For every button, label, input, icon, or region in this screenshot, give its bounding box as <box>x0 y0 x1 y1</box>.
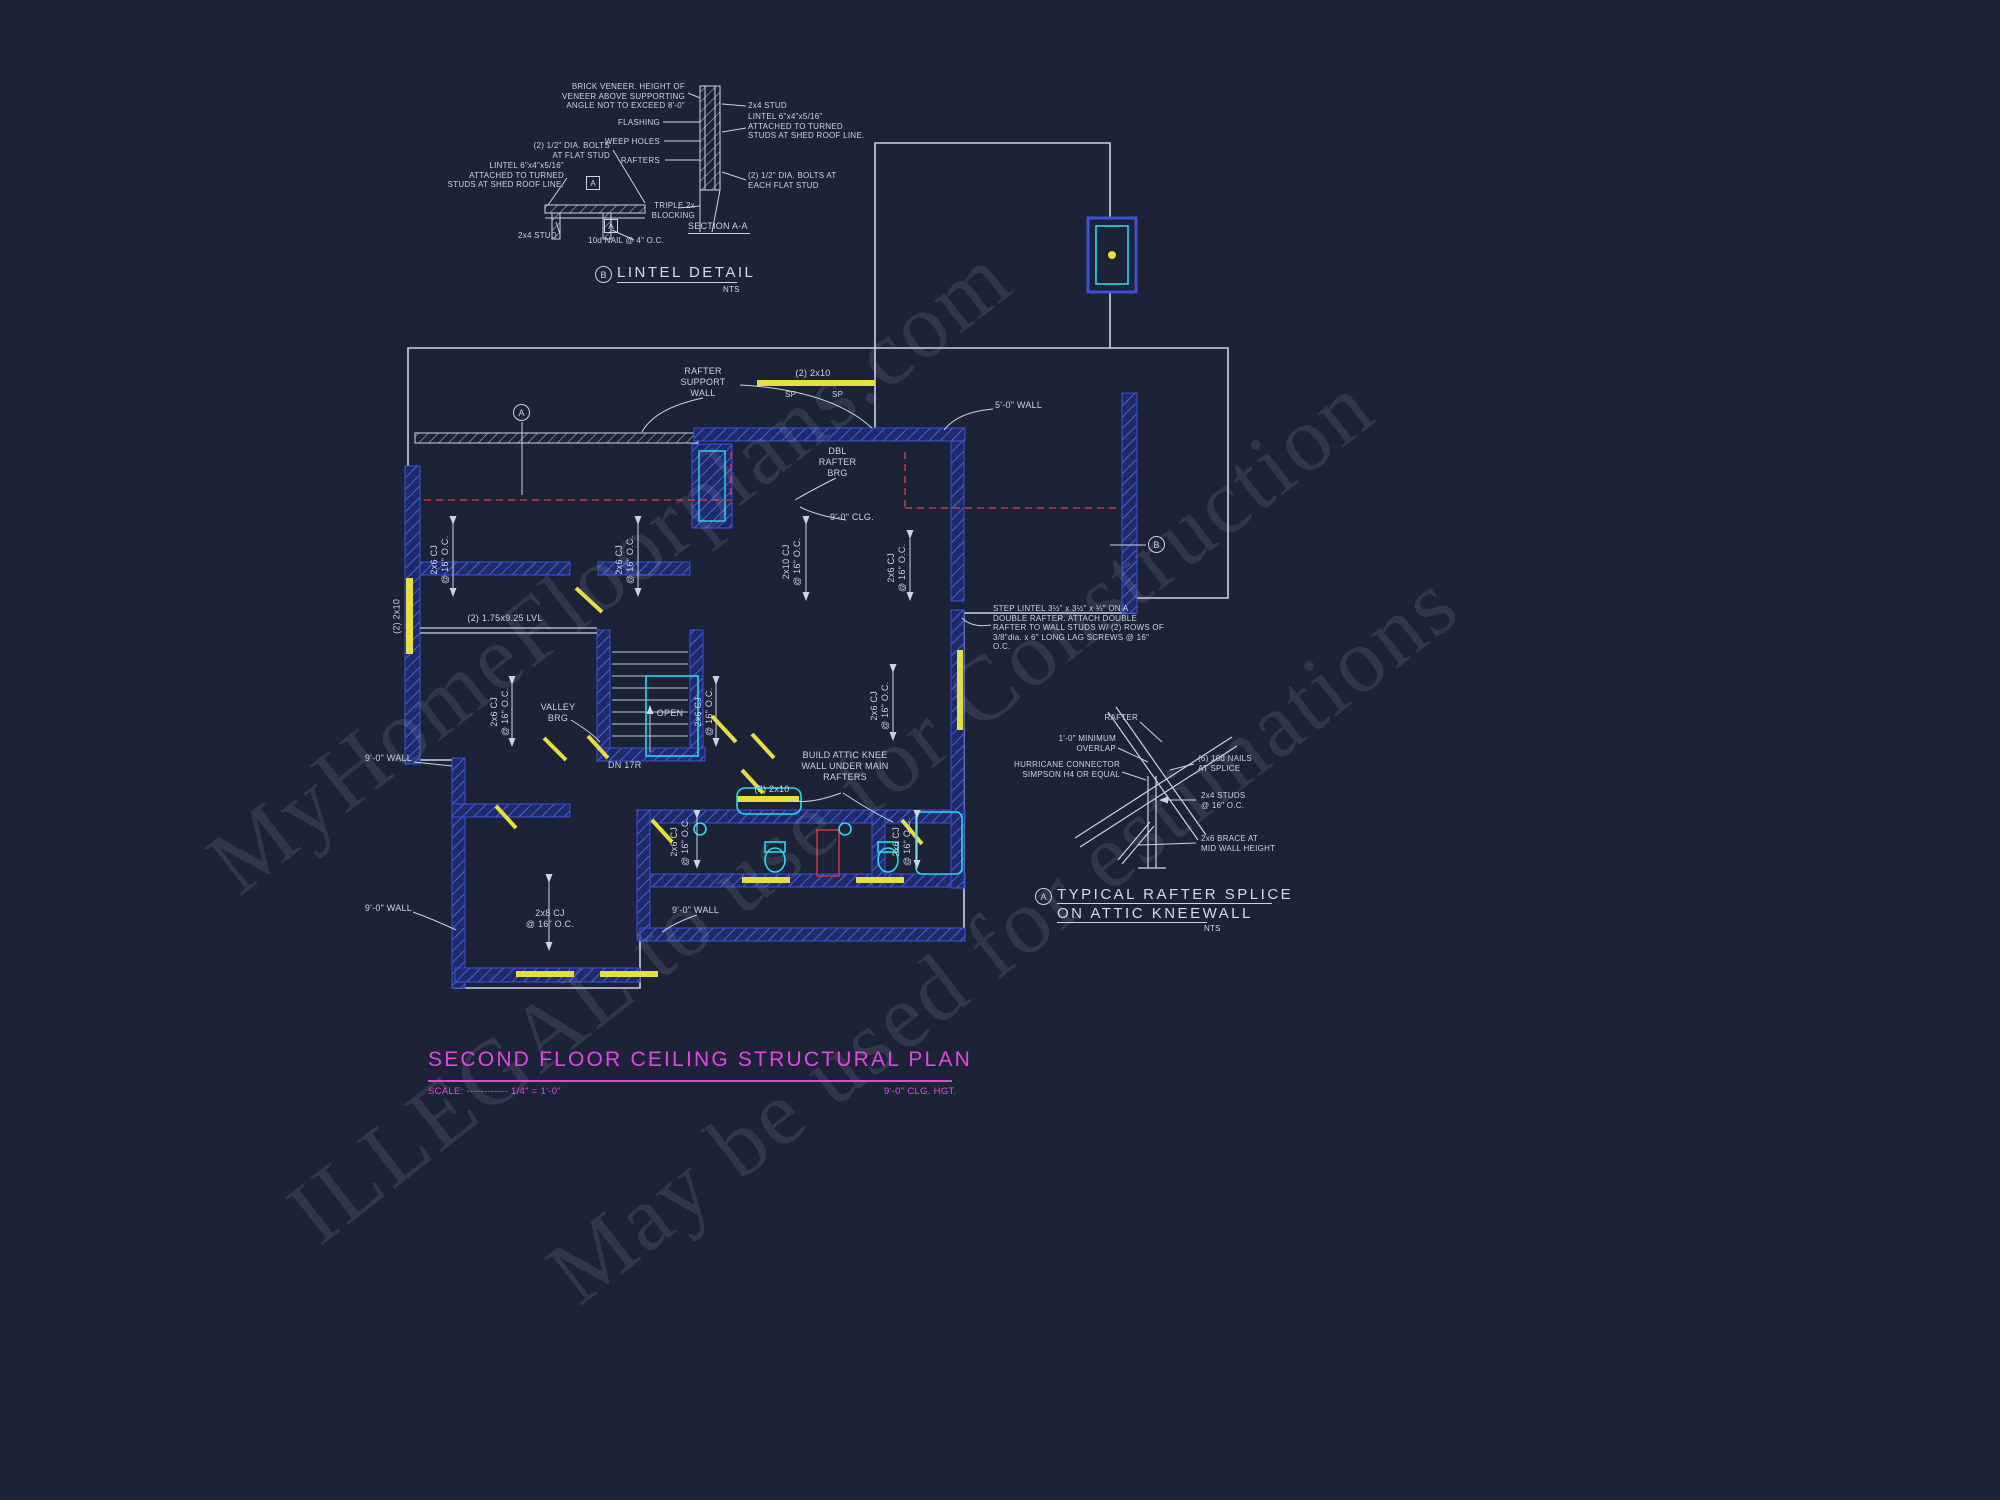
label-5ft-wall: 5'-0" WALL <box>995 400 1043 410</box>
section-marker-a2: A <box>604 219 618 233</box>
label-9ft-wall-bottom-mid: 9'-0" WALL <box>672 905 720 915</box>
label-rafters: RAFTERS <box>620 156 660 165</box>
label-stud-top-right: 2x4 STUD <box>748 101 787 110</box>
label-flashing: FLASHING <box>617 118 660 127</box>
label-dn-stair: DN 17R <box>608 760 642 770</box>
label-stud-bottom-left: 2x4 STUD <box>518 231 557 240</box>
label-rafter-support-wall: RAFTER SUPPORT WALL <box>680 366 726 398</box>
sheet-scale: SCALE: ------------ 1/4" = 1'-0" <box>428 1086 561 1097</box>
lvl-beam <box>420 627 597 634</box>
rafter-splice-drawing <box>1074 706 1238 869</box>
label-cj-2x6-h: 2x6 CJ @ 16" O.C. <box>869 681 890 730</box>
label-dbl-rafter-brg: DBL RAFTER BRG <box>818 446 857 478</box>
label-sp-1: SP <box>785 390 797 399</box>
label-splice-studs: 2x4 STUDS @ 16" O.C. <box>1201 791 1246 810</box>
lintel-detail-marker-b: B <box>595 266 612 283</box>
label-brick-veneer: BRICK VENEER. HEIGHT OF VENEER ABOVE SUP… <box>562 82 685 111</box>
label-cj-2x6-g: 2x6 CJ @ 16" O.C. <box>891 817 912 866</box>
sheet-clg-height: 9'-0" CLG. HGT. <box>884 1086 957 1097</box>
label-step-lintel-note: STEP LINTEL 3½" x 3½" x ¼" ON A DOUBLE R… <box>993 604 1164 652</box>
label-cj-2x6-a: 2x6 CJ @ 16" O.C. <box>429 535 450 584</box>
plan-marker-a: A <box>513 404 530 421</box>
label-splice-hurricane: HURRICANE CONNECTOR SIMPSON H4 OR EQUAL <box>1014 760 1120 779</box>
section-marker-a1: A <box>586 176 600 190</box>
fireplace-inner <box>698 450 726 522</box>
label-beam-left: (2) 2x10 <box>391 598 402 634</box>
yellow-valley-braces <box>494 586 924 846</box>
label-cj-2x6-b: 2x6 CJ @ 16" O.C. <box>614 535 635 584</box>
lintel-detail-title: LINTEL DETAIL <box>617 264 756 281</box>
section-aa-underline <box>688 233 750 234</box>
label-beam-top: (2) 2x10 <box>795 368 831 378</box>
splice-nts: NTS <box>1204 924 1221 933</box>
label-splice-rafter: RAFTER <box>1104 713 1138 722</box>
label-bolts-flat-stud: (2) 1/2" DIA. BOLTS AT FLAT STUD <box>533 141 610 160</box>
label-lvl-beam: (2) 1.75x9.25 LVL <box>467 613 543 623</box>
stair-open-rect <box>645 675 699 757</box>
label-9ft-wall-bottom-left: 9'-0" WALL <box>364 903 412 913</box>
joist-arrows <box>449 516 921 951</box>
lintel-detail-drawing <box>544 85 747 241</box>
label-beam-bath: (2) 2x10 <box>754 784 790 794</box>
plan-marker-b: B <box>1148 536 1165 553</box>
sheet-title-underline <box>428 1080 952 1082</box>
label-cj-2x6-d: 2x6 CJ @ 16" O.C. <box>489 687 510 736</box>
label-cj-2x6-e: 2x6 CJ @ 16" O.C. <box>693 687 714 736</box>
label-9ft-wall-left: 9'-0" WALL <box>364 753 412 763</box>
label-cj-2x6-c: 2x6 CJ @ 16" O.C. <box>886 543 907 592</box>
label-section-aa: SECTION A-A <box>688 221 748 231</box>
label-splice-overlap: 1'-0" MINIMUM OVERLAP <box>1058 734 1116 753</box>
label-weep-holes: WEEP HOLES <box>604 137 660 146</box>
lintel-nts: NTS <box>723 285 740 294</box>
label-cj-2x8: 2x8 CJ @ 16" O.C. <box>525 908 575 929</box>
rafter-support-wall-hatch <box>414 432 699 444</box>
splice-title-line1: TYPICAL RAFTER SPLICE <box>1057 886 1294 903</box>
yellow-beams <box>406 380 963 977</box>
splice-title-underline2 <box>1057 922 1207 923</box>
chimney-top-right <box>1086 216 1138 294</box>
label-bolts-each-stud: (2) 1/2" DIA. BOLTS AT EACH FLAT STUD <box>748 171 837 190</box>
label-splice-nails: (6) 10d NAILS AT SPLICE <box>1198 754 1252 773</box>
splice-detail-marker-a: A <box>1035 888 1052 905</box>
splice-title-underline1 <box>1057 903 1272 904</box>
lintel-title-underline <box>617 282 737 283</box>
label-10d-nail: 10d NAIL @ 4" O.C. <box>588 236 665 245</box>
leader-lines <box>412 384 1146 933</box>
label-lintel-left: LINTEL 6"x4"x5/16" ATTACHED TO TURNED ST… <box>447 161 564 190</box>
label-sp-2: SP <box>832 390 844 399</box>
label-open: OPEN <box>656 708 684 718</box>
label-cj-2x10: 2x10 CJ @ 16" O.C. <box>781 537 802 586</box>
splice-title-line2: ON ATTIC KNEEWALL <box>1057 905 1253 922</box>
label-valley-brg: VALLEY BRG <box>540 702 576 723</box>
label-splice-brace: 2x6 BRACE AT MID WALL HEIGHT <box>1201 834 1276 853</box>
stairs <box>612 651 688 752</box>
label-attic-kneewall-note: BUILD ATTIC KNEE WALL UNDER MAIN RAFTERS <box>801 750 889 782</box>
red-dashed-lines <box>424 452 1122 877</box>
label-lintel-right: LINTEL 6"x4"x5/16" ATTACHED TO TURNED ST… <box>748 112 865 141</box>
sheet-title: SECOND FLOOR CEILING STRUCTURAL PLAN <box>428 1048 972 1071</box>
label-cj-2x6-f: 2x6 CJ @ 16" O.C. <box>669 817 690 866</box>
label-triple-blocking: TRIPLE 2x BLOCKING <box>651 201 695 220</box>
label-9ft-clg: 9'-0" CLG. <box>830 512 874 522</box>
